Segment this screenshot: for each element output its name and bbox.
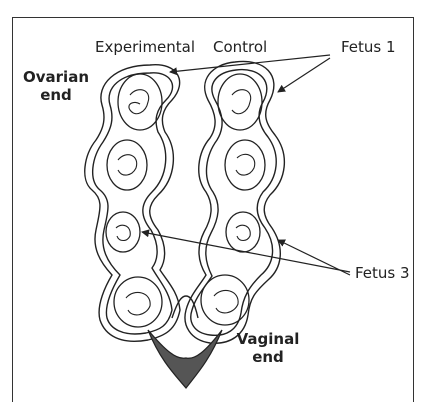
vaginal-end-line1: Vaginal	[230, 330, 306, 348]
ovarian-end-line1: Ovarian	[20, 68, 92, 86]
ovarian-end-line2: end	[20, 86, 92, 104]
vaginal-end-label: Vaginal end	[230, 330, 306, 366]
fetus1-label: Fetus 1	[341, 38, 396, 56]
ovarian-end-label: Ovarian end	[20, 68, 92, 104]
fetus3-label: Fetus 3	[355, 264, 410, 282]
left-uterine-horn	[85, 65, 180, 342]
vaginal-end-line2: end	[230, 348, 306, 366]
cervix-shape	[148, 330, 222, 388]
control-label: Control	[213, 38, 267, 56]
experimental-label: Experimental	[95, 38, 195, 56]
fetus-figures	[116, 90, 255, 315]
right-uterine-horn	[185, 61, 284, 343]
